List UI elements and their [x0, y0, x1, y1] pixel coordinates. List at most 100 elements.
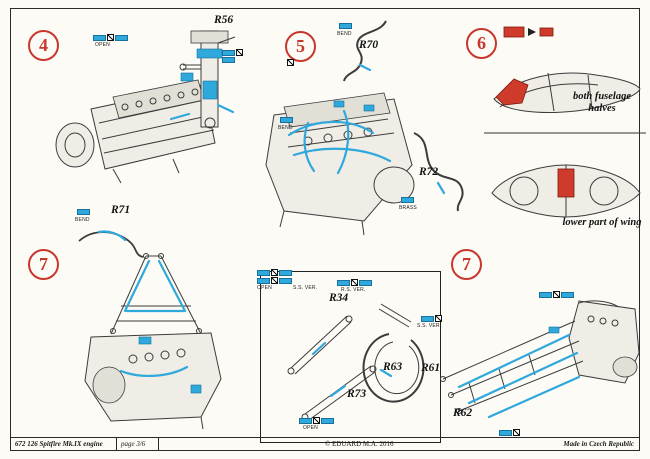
engine-drawing-step4	[55, 72, 216, 184]
pe-chip	[115, 34, 128, 41]
tool-icon	[271, 269, 278, 276]
tool-icon	[287, 59, 294, 66]
callout-label: OPEN	[303, 425, 318, 431]
callout-label: OPEN	[95, 42, 110, 48]
detail-drawing-inset	[287, 303, 425, 421]
step-number: 6	[477, 33, 486, 53]
footer-catalog: 672 126 Spitfire Mk.IX engine	[11, 438, 117, 450]
callout-step4-b2	[222, 57, 235, 63]
red-part-fuselage	[495, 78, 529, 106]
arrow-icon	[528, 28, 536, 36]
pe-chip	[561, 291, 574, 298]
step-circle-7-left: 7	[28, 249, 59, 280]
callout-label: BEND	[75, 217, 90, 223]
pe-chip	[401, 197, 414, 203]
callout-inset-1b	[257, 277, 292, 284]
pe-chip	[280, 117, 293, 123]
callout-step5-brass	[401, 197, 414, 203]
part-label-r61: R61	[421, 362, 441, 374]
callout-step4-b	[222, 49, 243, 56]
pe-chip	[222, 49, 235, 56]
pe-chip	[279, 277, 292, 284]
cowl-ring	[362, 333, 425, 403]
step-circle-4: 4	[28, 30, 59, 61]
bracket-drawing-step4	[179, 30, 236, 129]
pe-chip	[279, 269, 292, 276]
step-number: 7	[39, 254, 48, 274]
pe-chip	[421, 315, 434, 322]
tool-icon	[435, 315, 442, 322]
pe-chip	[77, 209, 90, 215]
step-circle-6: 6	[466, 28, 497, 59]
pe-chip	[93, 34, 106, 41]
tool-icon	[313, 417, 320, 424]
part-label-r73: R73	[347, 388, 367, 400]
part-label-r72: R72	[419, 166, 439, 178]
callout-step7r-c	[499, 429, 520, 436]
callout-label: BEND	[337, 31, 352, 37]
pe-chip	[222, 57, 235, 63]
pipe-r72	[413, 132, 464, 212]
detail-inset-box	[260, 271, 441, 443]
pe-chip	[339, 23, 352, 29]
callout-label: OPEN	[257, 285, 272, 291]
footer-page: page 3/6	[117, 438, 159, 450]
step-circle-5: 5	[285, 31, 316, 62]
pe-chip	[499, 429, 512, 436]
part-label-r71: R71	[111, 204, 131, 216]
step-number: 5	[296, 36, 305, 56]
step-circle-7-right: 7	[451, 249, 482, 280]
part-label-r70: R70	[359, 39, 379, 51]
part-label-r63: R63	[383, 361, 403, 373]
engine-drawing-step5	[265, 20, 464, 236]
paint-legend-swatch	[503, 26, 525, 38]
part-label-r62: R62	[453, 407, 473, 419]
step-number: 7	[462, 254, 471, 274]
pe-chip	[299, 417, 312, 424]
tool-icon	[271, 277, 278, 284]
footer-bar: 672 126 Spitfire Mk.IX engine page 3/6 ©…	[11, 437, 639, 450]
tool-icon	[236, 49, 243, 56]
callout-inset-bottom	[299, 417, 334, 424]
callout-label: BRASS	[399, 205, 417, 211]
callout-r71	[77, 209, 90, 215]
pe-chip	[321, 417, 334, 424]
paint-drawing-step6	[484, 26, 646, 218]
pe-chip	[539, 291, 552, 298]
fuselage-outline	[493, 72, 641, 113]
tool-icon	[553, 291, 560, 298]
note-wing: lower part of wing	[562, 217, 642, 228]
pe-chip	[337, 279, 350, 286]
tool-icon	[351, 279, 358, 286]
callout-label: R.S. VER.	[341, 287, 366, 293]
pe-chip	[257, 269, 270, 276]
callout-step4-a	[93, 34, 128, 41]
callout-step7r-a	[421, 315, 442, 322]
callout-label: BEND	[278, 125, 293, 131]
footer-copyright: © EDUARD M.A. 2016	[324, 440, 394, 448]
pipe-r70	[343, 20, 387, 82]
callout-inset-1a	[257, 269, 292, 276]
pe-chip	[359, 279, 372, 286]
tool-icon	[107, 34, 114, 41]
callout-step5-top	[339, 23, 352, 29]
callout-label: S.S. VER.	[417, 323, 442, 329]
red-part-wing	[557, 168, 575, 198]
pe-chip	[257, 277, 270, 284]
page-frame: 4 5 6 7 7	[10, 8, 646, 451]
part-label-r34: R34	[329, 292, 349, 304]
pe-part	[180, 72, 194, 82]
part-label-r56: R56	[214, 14, 234, 26]
callout-step5-block	[280, 117, 293, 123]
footer-made-in: Made in Czech Republic	[563, 440, 634, 448]
tool-icon	[513, 429, 520, 436]
pipe-r71	[78, 231, 144, 258]
note-fuselage: both fuselage halves	[572, 91, 632, 114]
callout-label: S.S. VER.	[293, 285, 318, 291]
callout-inset-2	[337, 279, 372, 286]
callout-step7r-b	[539, 291, 574, 298]
engine-drawing-step7-right	[440, 300, 640, 419]
callout-step5-tool	[287, 59, 294, 66]
step-number: 4	[39, 35, 48, 55]
